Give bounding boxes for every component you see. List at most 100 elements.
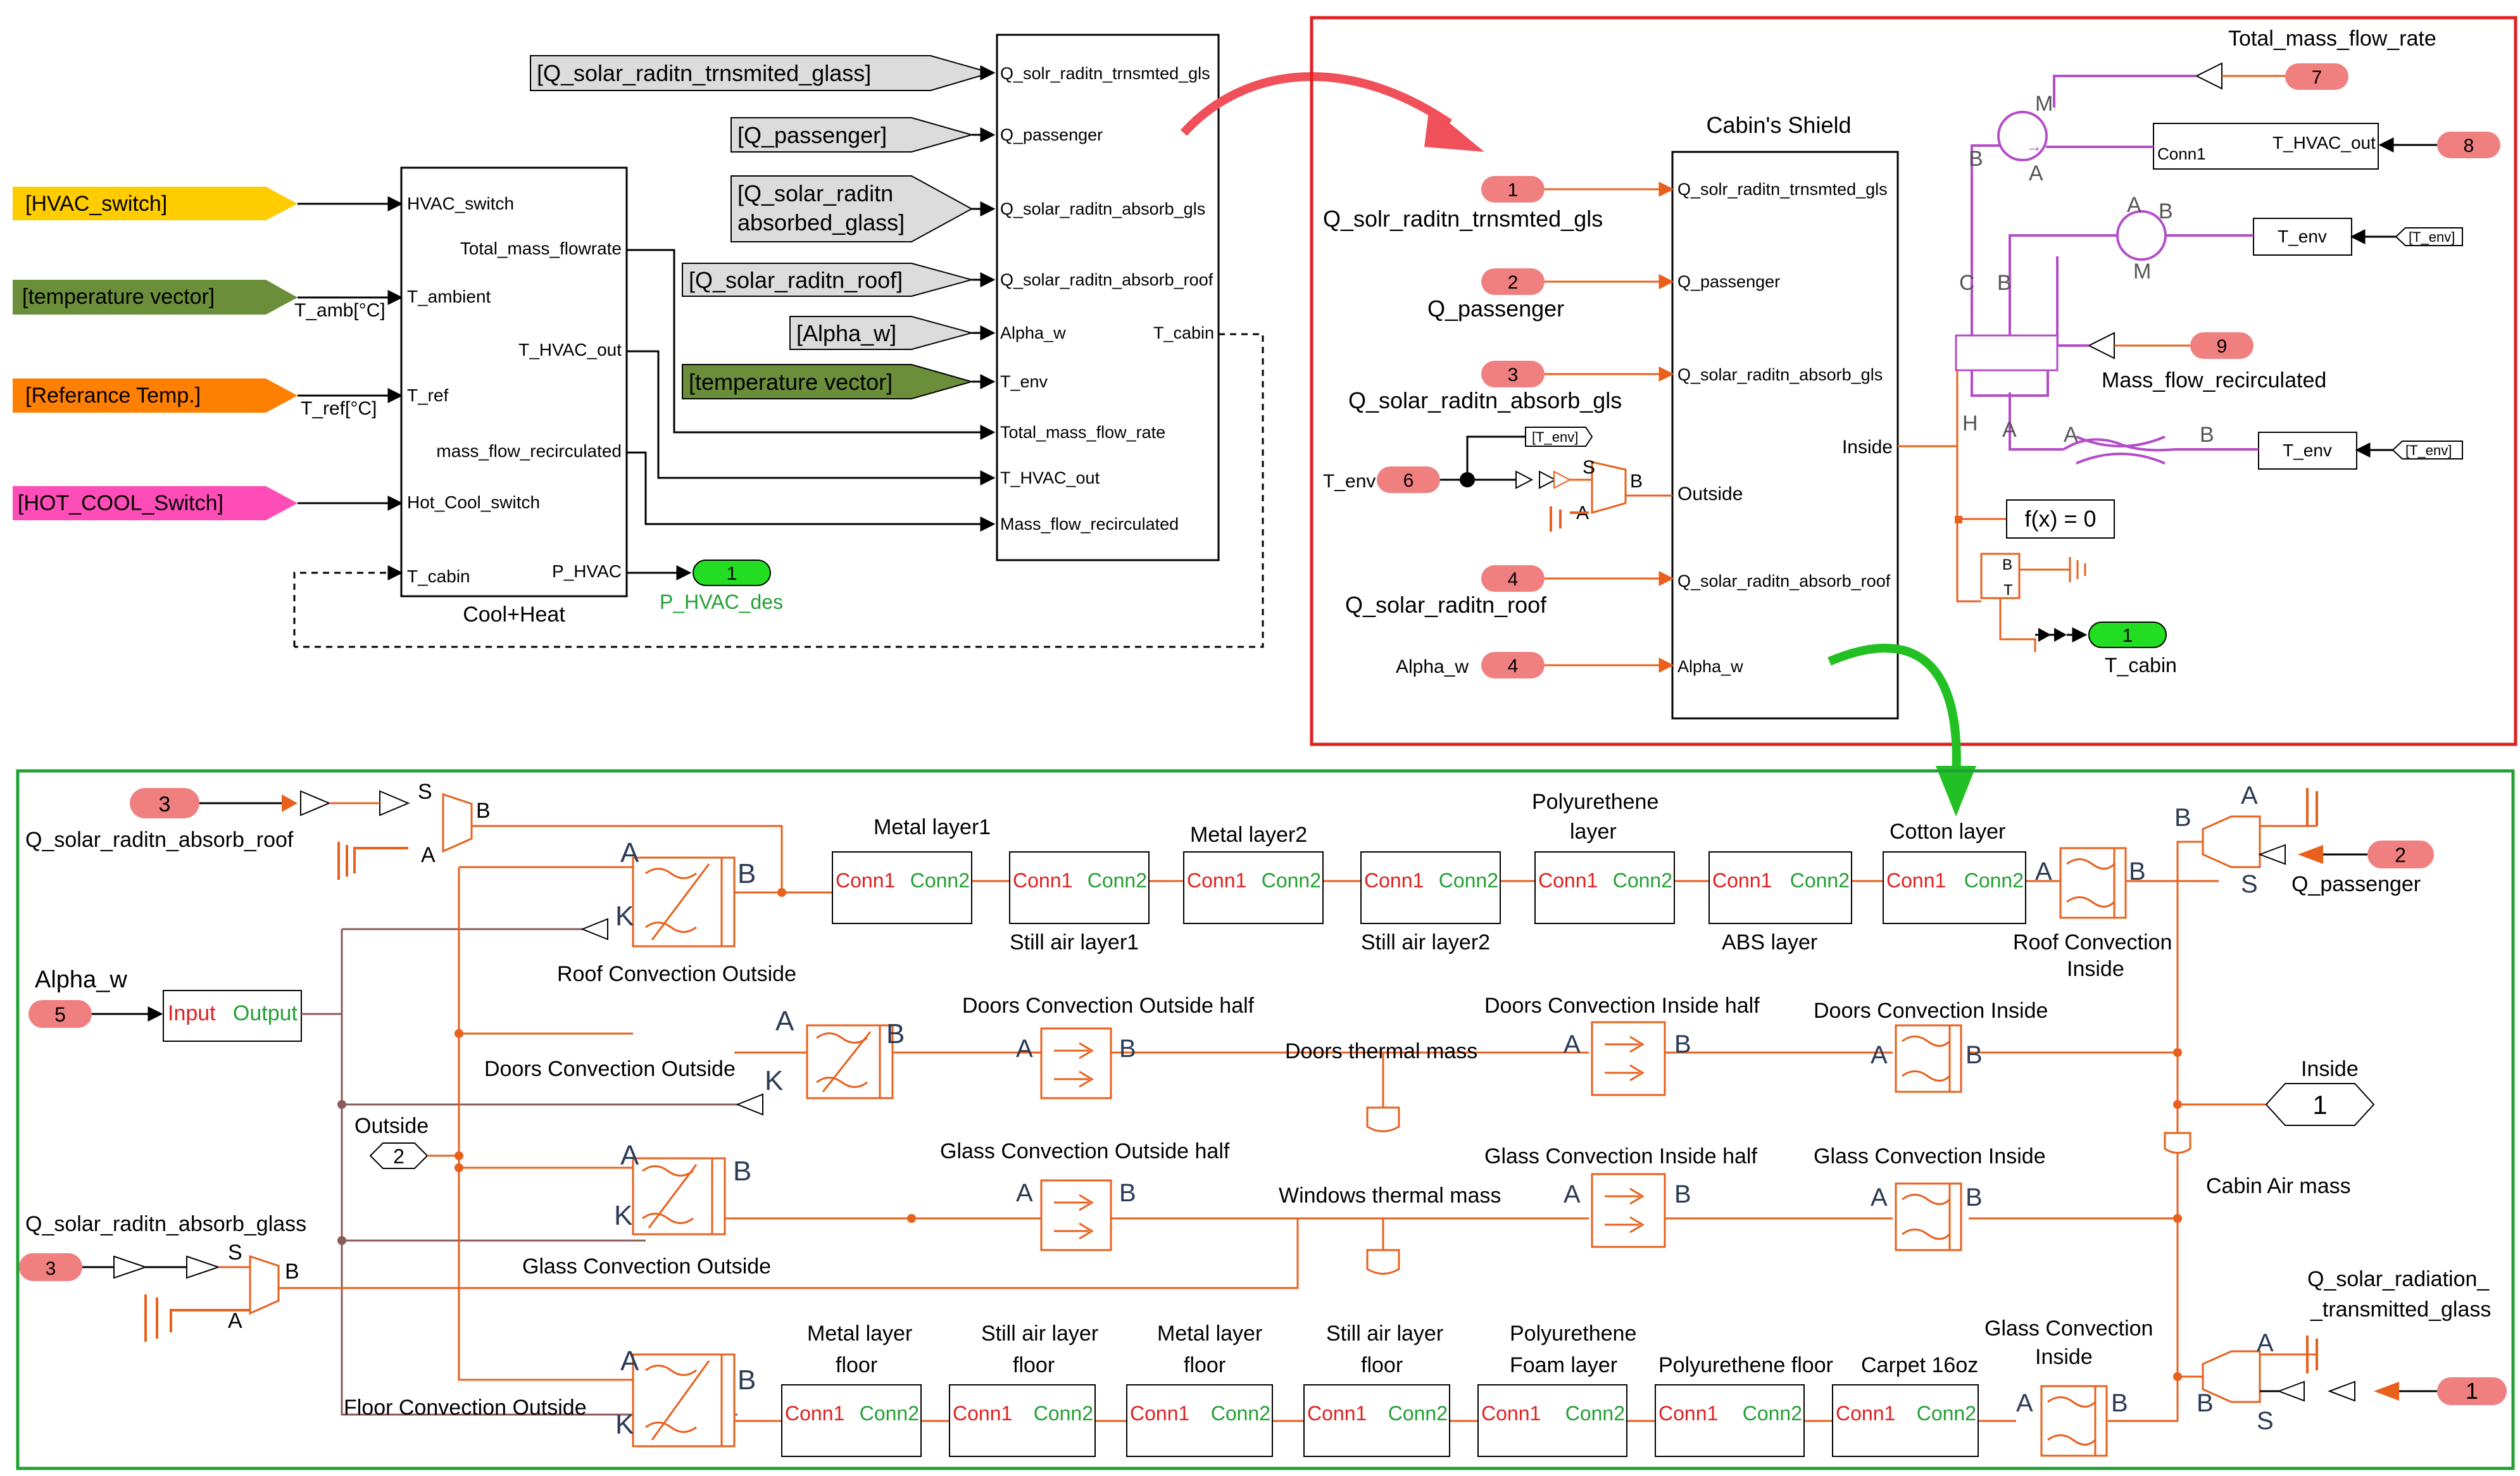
floor-layer-6[interactable]: Conn1 Conn2 (1655, 1384, 1805, 1457)
floor-glass-conv-inside[interactable]: A B (2016, 1385, 2128, 1457)
red-tenv-from-2[interactable]: [T_env] (2391, 441, 2463, 460)
from-q-solar-trans[interactable]: [Q_solar_raditn_trnsmited_glass] (530, 55, 993, 91)
red-tenv-from-1-label: [T_env] (2409, 229, 2455, 245)
roof-layer-6[interactable]: Conn1 Conn2 (1708, 851, 1852, 924)
glass-conv-inside[interactable]: A B (1871, 1182, 1983, 1251)
cabin-air-mass[interactable] (2164, 1132, 2191, 1154)
red-inport-9[interactable]: 9 (2190, 332, 2254, 359)
from-q-solar-abs-glass[interactable]: [Q_solar_raditn absorbed_glass] (730, 175, 974, 242)
windows-thermal-mass[interactable] (1366, 1218, 1400, 1275)
floor-layer-7[interactable]: Conn1 Conn2 (1832, 1384, 1979, 1457)
roof-layer-1[interactable]: Conn1 Conn2 (832, 851, 972, 924)
cabin-port-q-abs-roof: Q_solar_raditn_absorb_roof (1000, 270, 1213, 289)
floor-layer-5-conn2: Conn2 (1565, 1402, 1625, 1425)
cool-heat-block[interactable]: HVAC_switch T_ambient T_ref Hot_Cool_swi… (400, 166, 628, 627)
green-inport-5[interactable]: 5 (28, 1000, 92, 1028)
cabins-shield-block[interactable]: Q_solr_raditn_trnsmted_gls Q_passenger Q… (1671, 151, 1899, 720)
green-ground-3 (2306, 788, 2318, 826)
red-tenv-from-1[interactable]: [T_env] (2395, 227, 2463, 246)
cabin-subsystem-block[interactable]: Q_solr_raditn_trnsmted_gls Q_passenger Q… (996, 34, 1220, 561)
goto-temperature-vector[interactable]: [temperature vector] (13, 280, 298, 315)
red-inport-2[interactable]: 2 (1481, 268, 1545, 295)
passenger-gain-1 (2258, 844, 2286, 865)
glass-conv-outside-half[interactable]: A B (1016, 1179, 1136, 1251)
fx-block[interactable]: f(x) = 0 (2006, 499, 2115, 539)
red-tenv-block-1[interactable]: T_env (2253, 218, 2352, 256)
red-inport-4a[interactable]: 4 (1481, 565, 1545, 592)
from-temperature-vector[interactable]: [temperature vector] (682, 364, 974, 399)
chamber-block[interactable] (1955, 334, 2059, 372)
heat-source-roof[interactable]: S B A (418, 780, 491, 867)
outport-p-hvac[interactable]: 1 (693, 560, 771, 586)
alpha-control-lines (301, 928, 737, 1416)
outside-conn[interactable]: 2 (369, 1142, 429, 1169)
red-inport-4b[interactable]: 4 (1481, 652, 1545, 679)
doors-conv-outside-half[interactable]: A B (1016, 1027, 1136, 1099)
floor-layer-2[interactable]: Conn1 Conn2 (949, 1384, 1096, 1457)
fluid-port-b-3: B (1997, 271, 2012, 295)
glass-convection-outside[interactable]: A K B (614, 1140, 751, 1235)
temp-source-port-b: B (1630, 471, 1643, 492)
goto-hot-cool-switch[interactable]: [HOT_COOL_Switch] (13, 486, 298, 520)
red-inport-1[interactable]: 1 (1481, 176, 1545, 203)
heat-source-glass-s: S (228, 1241, 242, 1265)
fluid-port-m-1: M (2035, 92, 2053, 116)
inside-conn[interactable]: 1 (2265, 1083, 2375, 1126)
glass-conv-inside-half[interactable]: A B (1564, 1173, 1691, 1248)
port-total-mass-flowrate: Total_mass_flowrate (460, 239, 622, 258)
from-alpha-w[interactable]: [Alpha_w] (789, 316, 974, 350)
from-q-passenger[interactable]: [Q_passenger] (730, 117, 974, 153)
green-inport-3-bottom[interactable]: 3 (19, 1253, 82, 1281)
roof-convection-inside[interactable]: A B (2035, 847, 2146, 919)
doors-conv-inside-half[interactable]: A B (1564, 1021, 1691, 1096)
fx-label: f(x) = 0 (2024, 506, 2096, 532)
roof-layer-5[interactable]: Conn1 Conn2 (1534, 851, 1675, 924)
green-inport-3-top[interactable]: 3 (130, 788, 199, 818)
fluid-port-c: C (1959, 271, 1975, 295)
heat-source-transmitted[interactable]: A B S (2197, 1329, 2274, 1435)
goto-referance-temp[interactable]: [Referance Temp.] (13, 378, 298, 413)
roof-alpha-gain (580, 918, 608, 941)
green-inport-1-label-1: Q_solar_radiation_ (2307, 1267, 2490, 1291)
floor-layer-3[interactable]: Conn1 Conn2 (1126, 1384, 1273, 1457)
doors-convection-outside[interactable]: A K B (765, 1006, 905, 1099)
doors-conv-inside[interactable]: A B (1871, 1024, 1983, 1093)
red-tenv-block-2[interactable]: T_env (2258, 432, 2357, 470)
from-q-solar-roof[interactable]: [Q_solar_raditn_roof] (682, 263, 974, 297)
passenger-port-a: A (2241, 782, 2258, 810)
cabin-port-t-hvac-out: T_HVAC_out (1000, 468, 1100, 487)
red-tenv-goto[interactable]: [T_env] (1525, 427, 1593, 447)
goto-hvac-switch[interactable]: [HVAC_switch] (13, 187, 298, 220)
input-output-block[interactable]: Input Output (163, 990, 302, 1042)
green-inport-3-top-num: 3 (159, 792, 171, 816)
temperature-sensor[interactable]: B T (1980, 553, 2021, 599)
red-inport-7[interactable]: 7 (2285, 63, 2348, 90)
shield-port-inside: Inside (1842, 437, 1893, 458)
roof-conv-port-a: A (620, 837, 639, 868)
fluid-port-b-4: B (2200, 423, 2214, 447)
heat-source-passenger[interactable]: A B S (2174, 782, 2261, 898)
green-ground-2 (144, 1294, 250, 1342)
floor-layer-1[interactable]: Conn1 Conn2 (781, 1384, 922, 1457)
red-outport-t-cabin[interactable]: 1 (2088, 622, 2167, 648)
doors-thermal-mass[interactable] (1366, 1053, 1400, 1132)
floor-layer-4[interactable]: Conn1 Conn2 (1303, 1384, 1450, 1457)
green-inport-1[interactable]: 1 (2437, 1377, 2507, 1405)
red-inport-8[interactable]: 8 (2437, 132, 2500, 158)
green-inport-2[interactable]: 2 (2367, 841, 2434, 868)
roof-layer-2-conn1: Conn1 (1013, 869, 1072, 892)
floor-layer-5[interactable]: Conn1 Conn2 (1477, 1384, 1627, 1457)
roof-layer-3[interactable]: Conn1 Conn2 (1183, 851, 1324, 924)
roof-layer-4[interactable]: Conn1 Conn2 (1360, 851, 1501, 924)
roof-convection-outside[interactable]: A K B (615, 837, 756, 948)
green-inport-1-label-2: _transmitted_glass (2310, 1298, 2491, 1322)
red-inport-3[interactable]: 3 (1481, 361, 1545, 387)
floor-conv-port-k: K (615, 1409, 634, 1440)
heat-source-glass[interactable]: S B A (228, 1241, 299, 1333)
floor-convection-outside[interactable]: A K B (615, 1346, 756, 1448)
roof-layer-7[interactable]: Conn1 Conn2 (1883, 851, 2026, 924)
zoom-arrow-red-head (1424, 106, 1484, 152)
roof-layer-2[interactable]: Conn1 Conn2 (1009, 851, 1150, 924)
red-inport-6[interactable]: 6 (1377, 466, 1440, 493)
thvac-block[interactable]: T_HVAC_out Conn1 (2153, 123, 2379, 170)
